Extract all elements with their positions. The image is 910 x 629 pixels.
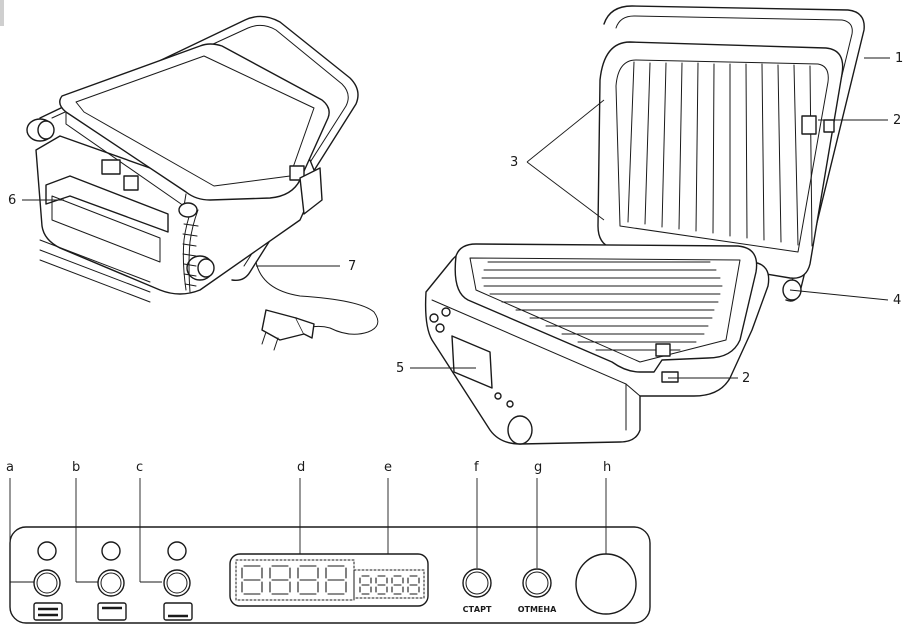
label-b: b: [72, 460, 80, 475]
display-text-large: 8888: [259, 565, 331, 600]
plate-top-icon: [97, 602, 127, 621]
start-button[interactable]: [462, 568, 492, 598]
display-digit-small: [391, 575, 404, 595]
label-g: g: [534, 460, 542, 475]
lcd-display: 8888 8888: [229, 553, 429, 607]
display-digit-large: [269, 565, 291, 595]
display-digit-small: [375, 575, 388, 595]
control-dial[interactable]: [575, 553, 637, 615]
label-e: e: [384, 460, 392, 475]
display-digit-small: [407, 575, 420, 595]
label-a: a: [6, 460, 14, 475]
callout-3: 3: [510, 155, 518, 170]
callout-2-bottom: 2: [742, 371, 750, 386]
start-label: СТАРТ: [463, 605, 492, 614]
display-digit-large: [325, 565, 347, 595]
edge-mark: [0, 0, 4, 26]
display-digit-large: [241, 565, 263, 595]
callout-6: 6: [8, 193, 16, 208]
callout-7: 7: [348, 259, 356, 274]
label-h: h: [603, 460, 611, 475]
label-d: d: [297, 460, 305, 475]
plate-both-icon: [33, 602, 63, 621]
indicator-led-b: [101, 541, 121, 561]
closed-grill-illustration: [26, 15, 379, 351]
callout-2-top: 2: [893, 113, 901, 128]
open-grill-illustration: [424, 5, 865, 445]
plate-bottom-icon: [163, 602, 193, 621]
display-digits-large: [241, 565, 347, 595]
cancel-label: ОТМЕНА: [518, 605, 557, 614]
indicator-led-a: [37, 541, 57, 561]
cancel-button[interactable]: [522, 568, 552, 598]
display-digit-small: [359, 575, 372, 595]
mode-button-a[interactable]: [33, 569, 61, 597]
callout-1: 1: [895, 51, 903, 66]
display-digit-large: [297, 565, 319, 595]
callout-4: 4: [893, 293, 901, 308]
control-panel: a b c d e f g h: [6, 460, 651, 624]
display-digits-small: [359, 575, 420, 595]
callout-5: 5: [396, 361, 404, 376]
callout-lines: [22, 57, 890, 379]
mode-button-b[interactable]: [97, 569, 125, 597]
indicator-led-c: [167, 541, 187, 561]
label-f: f: [474, 460, 479, 475]
label-c: c: [136, 460, 143, 475]
mode-button-c[interactable]: [163, 569, 191, 597]
display-text-small: 8888: [365, 573, 413, 597]
